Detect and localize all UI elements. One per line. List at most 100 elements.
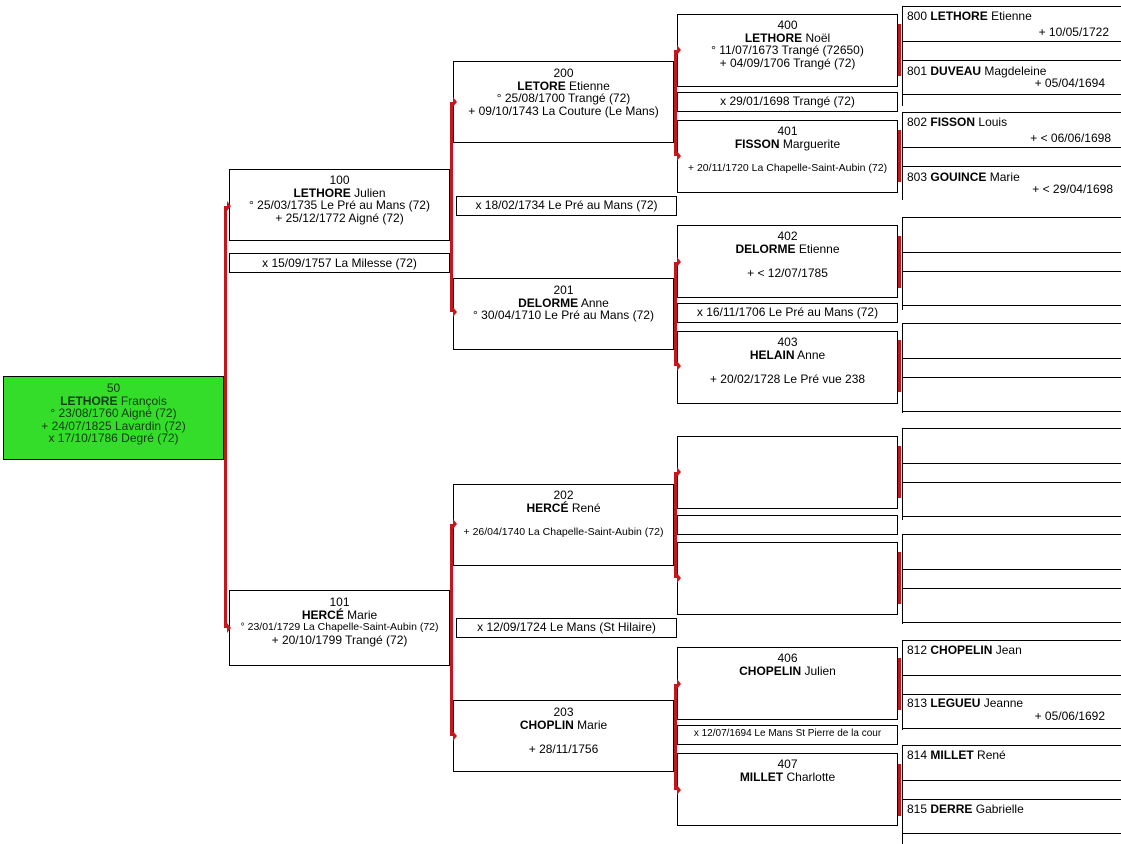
person-box-101[interactable]: 101 HERCÉ Marie ° 23/01/1729 La Chapelle… [229,590,450,666]
connector-201 [674,262,677,366]
connector-arrow [677,151,681,161]
connector-203 [674,684,677,790]
given-name: Marie [577,717,608,732]
sosa-number: 407 [777,757,798,771]
person-box-201[interactable]: 201 DELORME Anne ° 30/04/1710 Le Pré au … [453,278,674,350]
given-name: Marguerite [782,136,841,151]
ancestor-814[interactable]: 814 MILLET René [907,748,1006,762]
death-info: + 20/10/1799 Trangé (72) [271,632,408,647]
death-info: + < 12/07/1785 [747,266,828,280]
birth-info: ° 23/01/1729 La Chapelle-Saint-Aubin (72… [240,621,439,633]
person-box-404-empty[interactable] [677,436,898,509]
death-info: + 28/11/1756 [528,742,599,756]
connector-arrow [453,519,457,529]
connector-100 [450,102,453,312]
ancestor-802-date: + < 06/06/1698 [1030,131,1111,145]
sosa-number: 201 [553,283,574,297]
sosa-number: 402 [777,229,798,243]
surname: CHOPELIN [739,663,802,678]
connector-202 [674,472,677,578]
person-box-402[interactable]: 402 DELORME Etienne + < 12/07/1785 [677,225,898,298]
given-name: Charlotte [786,769,836,784]
person-box-406[interactable]: 406 CHOPELIN Julien [677,647,898,720]
connector-arrow [677,785,681,795]
connector-402 [898,236,901,288]
ancestor-812[interactable]: 812 CHOPELIN Jean [907,643,1022,657]
sosa-number: 200 [553,66,574,80]
person-box-400[interactable]: 400 LETHORE Noël ° 11/07/1673 Trangé (72… [677,14,898,87]
marriage-box-406: x 12/07/1694 Le Mans St Pierre de la cou… [677,725,898,745]
person-box-407[interactable]: 407 MILLET Charlotte [677,753,898,826]
connector-arrow [227,623,231,633]
surname: CHOPLIN [519,717,574,732]
connector-arrow [453,97,457,107]
ancestor-803[interactable]: 803 GOUINCE Marie [907,170,1020,184]
person-box-100[interactable]: 100 LETHORE Julien ° 25/03/1735 Le Pré a… [229,169,450,241]
sosa-number: 202 [553,488,574,502]
death-info: + 20/02/1728 Le Pré vue 238 [709,372,866,386]
sosa-number: 50 [106,381,121,395]
empty-grid-810-811 [902,534,1121,624]
connector-400 [898,24,901,76]
sosa-number: 101 [329,595,350,609]
person-box-202[interactable]: 202 HERCÉ René + 26/04/1740 La Chapelle-… [453,484,674,566]
given-name: René [571,500,601,515]
connector-arrow [227,201,231,211]
death-info: + 26/04/1740 La Chapelle-Saint-Aubin (72… [463,526,664,538]
ancestor-800[interactable]: 800 LETHORE Etienne [907,9,1032,23]
connector-root [224,206,227,628]
person-box-50[interactable]: 50 LETHORE François ° 23/08/1760 Aigné (… [3,376,224,460]
empty-grid-804-805 [902,217,1121,310]
sosa-number: 400 [777,18,798,32]
connector-arrow [677,45,681,55]
ancestor-802[interactable]: 802 FISSON Louis [907,115,1008,129]
person-box-203[interactable]: 203 CHOPLIN Marie + 28/11/1756 [453,700,674,772]
person-box-200[interactable]: 200 LETORE Etienne ° 25/08/1700 Trangé (… [453,61,674,143]
surname: HELAIN [749,347,795,362]
surname: LETORE [517,78,566,93]
death-info: + 09/10/1743 La Couture (Le Mans) [468,103,659,118]
surname: HERCÉ [526,500,569,515]
connector-405 [898,552,901,604]
birth-info: ° 11/07/1673 Trangé (72650) [711,43,864,57]
connector-arrow [677,573,681,583]
birth-info: ° 25/08/1700 Trangé (72) [496,91,631,105]
ancestor-803-date: + < 29/04/1698 [1032,182,1113,196]
surname: DELORME [518,295,579,310]
surname: LETHORE [744,30,803,45]
ancestor-813[interactable]: 813 LEGUEU Jeanne [907,696,1024,710]
connector-404 [898,446,901,498]
connector-407 [898,764,901,816]
given-name: Marie [347,607,378,622]
surname: MILLET [739,769,784,784]
marriage-box-202: x 12/09/1724 Le Mans (St Hilaire) [456,618,677,638]
birth-info: ° 23/08/1760 Aigné (72) [50,406,177,420]
marriage-box-200: x 18/02/1734 Le Pré au Mans (72) [456,196,677,216]
surname: DELORME [735,241,796,256]
ancestor-815[interactable]: 815 DERRE Gabrielle [907,802,1024,816]
connector-200 [674,50,677,156]
connector-arrow [677,467,681,477]
connector-arrow [677,257,681,267]
sosa-number: 203 [553,705,574,719]
marriage-info: x 17/10/1786 Degré (72) [48,431,179,445]
connector-arrow [677,361,681,371]
connector-401 [898,130,901,182]
ancestor-801[interactable]: 801 DUVEAU Magdeleine [907,64,1047,78]
person-box-403[interactable]: 403 HELAIN Anne + 20/02/1728 Le Pré vue … [677,331,898,404]
ancestor-813-date: + 05/06/1692 [1034,709,1105,723]
given-name: Anne [580,295,609,310]
sosa-number: 100 [329,173,350,187]
death-info: + 20/11/1720 La Chapelle-Saint-Aubin (72… [687,162,888,174]
surname: LETHORE [293,185,351,200]
sosa-number: 403 [777,335,798,349]
person-box-401[interactable]: 401 FISSON Marguerite + 20/11/1720 La Ch… [677,120,898,193]
empty-grid-806-807 [902,323,1121,413]
person-box-405-empty[interactable] [677,542,898,615]
birth-info: ° 30/04/1710 Le Pré au Mans (72) [473,308,654,322]
birth-info: ° 25/03/1735 Le Pré au Mans (72) [249,198,430,212]
connector-arrow [453,307,457,317]
surname: HERCÉ [301,607,344,622]
sosa-number: 401 [777,124,798,138]
surname: FISSON [734,136,780,151]
